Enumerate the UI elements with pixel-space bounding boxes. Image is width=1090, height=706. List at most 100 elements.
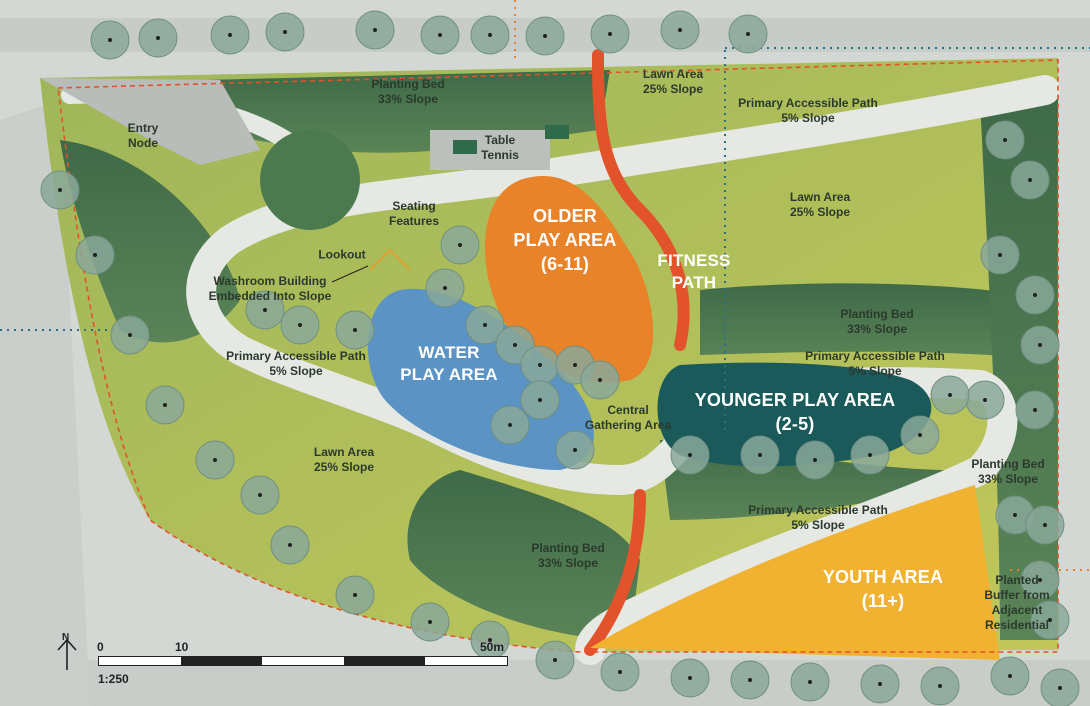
context-lines xyxy=(0,47,1090,430)
tree-trunk-dot xyxy=(458,243,462,247)
tree-trunk-dot xyxy=(538,398,542,402)
tree-trunk-dot xyxy=(428,620,432,624)
tree-trunk-dot xyxy=(1043,523,1047,527)
tree-trunk-dot xyxy=(283,30,287,34)
tree-trunk-dot xyxy=(93,253,97,257)
tree-trunk-dot xyxy=(748,678,752,682)
label-lookout: Lookout xyxy=(318,247,366,262)
tree-trunk-dot xyxy=(228,33,232,37)
tree-trunk-dot xyxy=(553,658,557,662)
label-primary-path-bottom: Primary Accessible Path 5% Slope xyxy=(748,503,888,532)
label-washroom: Washroom Building Embedded Into Slope xyxy=(208,274,332,303)
tree-trunk-dot xyxy=(488,638,492,642)
tree-trunk-dot xyxy=(373,28,377,32)
tree-trunk-dot xyxy=(538,363,542,367)
fitness-path xyxy=(584,49,690,656)
label-planting-bed-bottom: Planting Bed 33% Slope xyxy=(531,541,605,570)
tree-trunk-dot xyxy=(1028,178,1032,182)
trees xyxy=(40,10,1080,706)
label-lawn-area-left: Lawn Area 25% Slope xyxy=(313,445,375,474)
tree-trunk-dot xyxy=(918,433,922,437)
scale-tick-10: 10 xyxy=(175,640,189,654)
tree-trunk-dot xyxy=(508,423,512,427)
zone-label-older-play: OLDER PLAY AREA (6-11) xyxy=(513,206,617,274)
tree-trunk-dot xyxy=(808,680,812,684)
zone-label-fitness-path: FITNESS PATH xyxy=(657,251,731,292)
tree-trunk-dot xyxy=(513,343,517,347)
lookout-marker xyxy=(369,248,411,271)
label-planting-bed-mid-right: Planting Bed 33% Slope xyxy=(840,307,914,336)
label-seating-features: Seating Features xyxy=(388,199,440,228)
tree-trunk-dot xyxy=(483,323,487,327)
tree-trunk-dot xyxy=(573,363,577,367)
label-central-gathering: Central Gathering Area xyxy=(584,403,672,432)
label-entry-node: Entry Node xyxy=(127,121,159,150)
tree-trunk-dot xyxy=(938,684,942,688)
table-tennis-table-1 xyxy=(453,140,477,154)
zone-label-youth-area: YOUTH AREA (11+) xyxy=(822,567,944,611)
tree-trunk-dot xyxy=(608,32,612,36)
north-arrow-icon xyxy=(57,638,77,670)
circular-planting xyxy=(260,130,360,230)
tree-trunk-dot xyxy=(618,670,622,674)
tree-trunk-dot xyxy=(1033,293,1037,297)
scale-ratio: 1:250 xyxy=(98,672,129,686)
tree-trunk-dot xyxy=(288,543,292,547)
tree-trunk-dot xyxy=(263,308,267,312)
tree-trunk-dot xyxy=(598,378,602,382)
scale-bar xyxy=(98,656,508,666)
scale-seg xyxy=(99,657,181,665)
tree-trunk-dot xyxy=(813,458,817,462)
north-label: N xyxy=(62,632,70,643)
tree-trunk-dot xyxy=(948,393,952,397)
label-planting-bed-right: Planting Bed 33% Slope xyxy=(971,457,1045,486)
tree-trunk-dot xyxy=(1013,513,1017,517)
label-primary-path-mid-right: Primary Accessible Path 5% Slope xyxy=(805,349,945,378)
washroom-leader-line xyxy=(331,265,369,283)
tree-trunk-dot xyxy=(128,333,132,337)
tree-trunk-dot xyxy=(1038,578,1042,582)
tree-trunk-dot xyxy=(438,33,442,37)
scale-seg xyxy=(262,657,344,665)
tree-trunk-dot xyxy=(443,286,447,290)
table-tennis-pad xyxy=(430,130,550,170)
tree-trunk-dot xyxy=(353,328,357,332)
tree-trunk-dot xyxy=(678,28,682,32)
tree-trunk-dot xyxy=(688,453,692,457)
tree-trunk-dot xyxy=(108,38,112,42)
label-table-tennis: Table Tennis xyxy=(481,133,519,162)
scale-tick-50: 50m xyxy=(480,640,505,654)
water-play-area xyxy=(367,288,594,470)
entry-plaza xyxy=(40,78,260,165)
label-planting-bed-top: Planting Bed 33% Slope xyxy=(371,77,445,106)
tree-trunk-dot xyxy=(488,33,492,37)
scale-tick-0: 0 xyxy=(97,640,104,654)
label-lawn-area-top: Lawn Area 25% Slope xyxy=(642,67,704,96)
tree-trunk-dot xyxy=(1048,618,1052,622)
tree-trunk-dot xyxy=(1008,674,1012,678)
tree-trunk-dot xyxy=(258,493,262,497)
tree-trunk-dot xyxy=(758,453,762,457)
tree-trunk-dot xyxy=(998,253,1002,257)
tree-trunk-dot xyxy=(163,403,167,407)
orange-dotted-lines xyxy=(514,0,1090,571)
scale-seg xyxy=(343,657,426,665)
tree-trunk-dot xyxy=(156,36,160,40)
label-primary-path-top: Primary Accessible Path 5% Slope xyxy=(738,96,878,125)
tree-trunk-dot xyxy=(573,448,577,452)
tree-trunk-dot xyxy=(543,34,547,38)
tree-trunk-dot xyxy=(213,458,217,462)
label-planted-buffer: Planted Buffer from Adjacent Residential xyxy=(984,573,1050,632)
tree-trunk-dot xyxy=(1038,343,1042,347)
scale-seg xyxy=(425,657,507,665)
tree-trunk-dot xyxy=(878,682,882,686)
tree-trunk-dot xyxy=(298,323,302,327)
tree-trunk-dot xyxy=(983,398,987,402)
tree-trunk-dot xyxy=(58,188,62,192)
tree-trunk-dot xyxy=(868,453,872,457)
youth-area xyxy=(590,485,1000,660)
tree-trunk-dot xyxy=(1003,138,1007,142)
label-primary-path-left: Primary Accessible Path 5% Slope xyxy=(226,349,366,378)
table-tennis-table-2 xyxy=(545,125,569,139)
